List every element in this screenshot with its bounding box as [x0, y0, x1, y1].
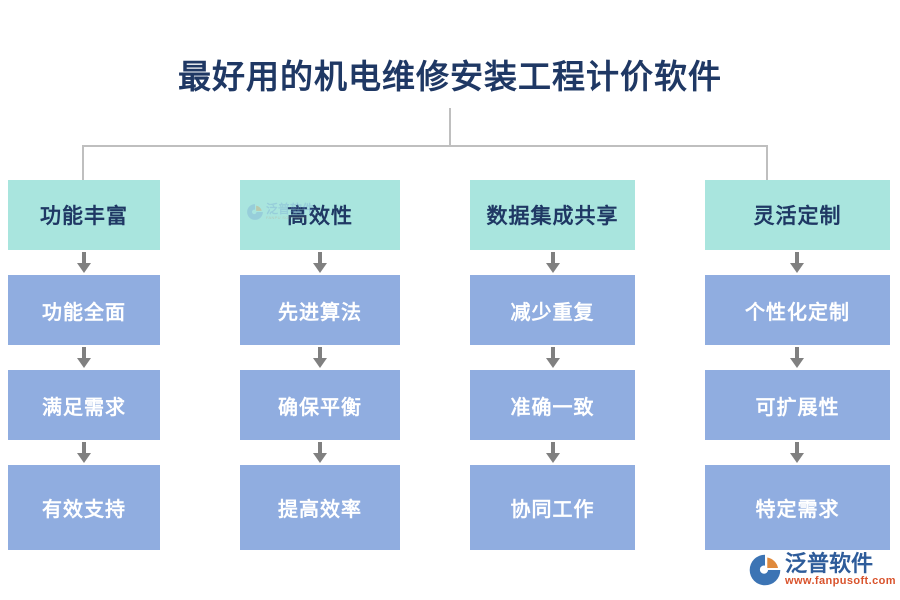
- sub-box-4-2[interactable]: 可扩展性: [705, 370, 890, 440]
- connector-drop-right: [766, 145, 768, 180]
- arrow-c4-1-to-2: [790, 347, 804, 368]
- arrow-c3-2-to-3: [546, 442, 560, 463]
- sub-box-3-1[interactable]: 减少重复: [470, 275, 635, 345]
- sub-box-1-3[interactable]: 有效支持: [8, 465, 160, 550]
- logo-website-url[interactable]: www.fanpusoft.com: [785, 575, 896, 587]
- arrow-c2-head-to-1: [313, 252, 327, 273]
- connector-center-stem: [449, 108, 451, 146]
- connector-horizontal-bar: [82, 145, 768, 147]
- sub-box-3-3[interactable]: 协同工作: [470, 465, 635, 550]
- sub-box-2-3[interactable]: 提高效率: [240, 465, 400, 550]
- arrow-c3-head-to-1: [546, 252, 560, 273]
- sub-box-1-2[interactable]: 满足需求: [8, 370, 160, 440]
- sub-box-2-1[interactable]: 先进算法: [240, 275, 400, 345]
- head-box-1[interactable]: 功能丰富: [8, 180, 160, 250]
- sub-box-2-2[interactable]: 确保平衡: [240, 370, 400, 440]
- fanpu-logo: 泛普软件 www.fanpusoft.com: [748, 552, 896, 588]
- arrow-c4-2-to-3: [790, 442, 804, 463]
- fanpu-logo-mark-icon: [749, 554, 781, 586]
- arrow-c1-2-to-3: [77, 442, 91, 463]
- sub-box-3-2[interactable]: 准确一致: [470, 370, 635, 440]
- arrow-c3-1-to-2: [546, 347, 560, 368]
- arrow-c4-head-to-1: [790, 252, 804, 273]
- connector-drop-left: [82, 145, 84, 180]
- head-box-4[interactable]: 灵活定制: [705, 180, 890, 250]
- sub-box-4-1[interactable]: 个性化定制: [705, 275, 890, 345]
- arrow-c1-1-to-2: [77, 347, 91, 368]
- sub-box-1-1[interactable]: 功能全面: [8, 275, 160, 345]
- logo-company-name: 泛普软件: [785, 551, 874, 576]
- head-box-3[interactable]: 数据集成共享: [470, 180, 635, 250]
- page-title: 最好用的机电维修安装工程计价软件: [178, 60, 722, 96]
- arrow-c2-1-to-2: [313, 347, 327, 368]
- sub-box-4-3[interactable]: 特定需求: [705, 465, 890, 550]
- arrow-c1-head-to-1: [77, 252, 91, 273]
- head-box-2[interactable]: 高效性: [240, 180, 400, 250]
- arrow-c2-2-to-3: [313, 442, 327, 463]
